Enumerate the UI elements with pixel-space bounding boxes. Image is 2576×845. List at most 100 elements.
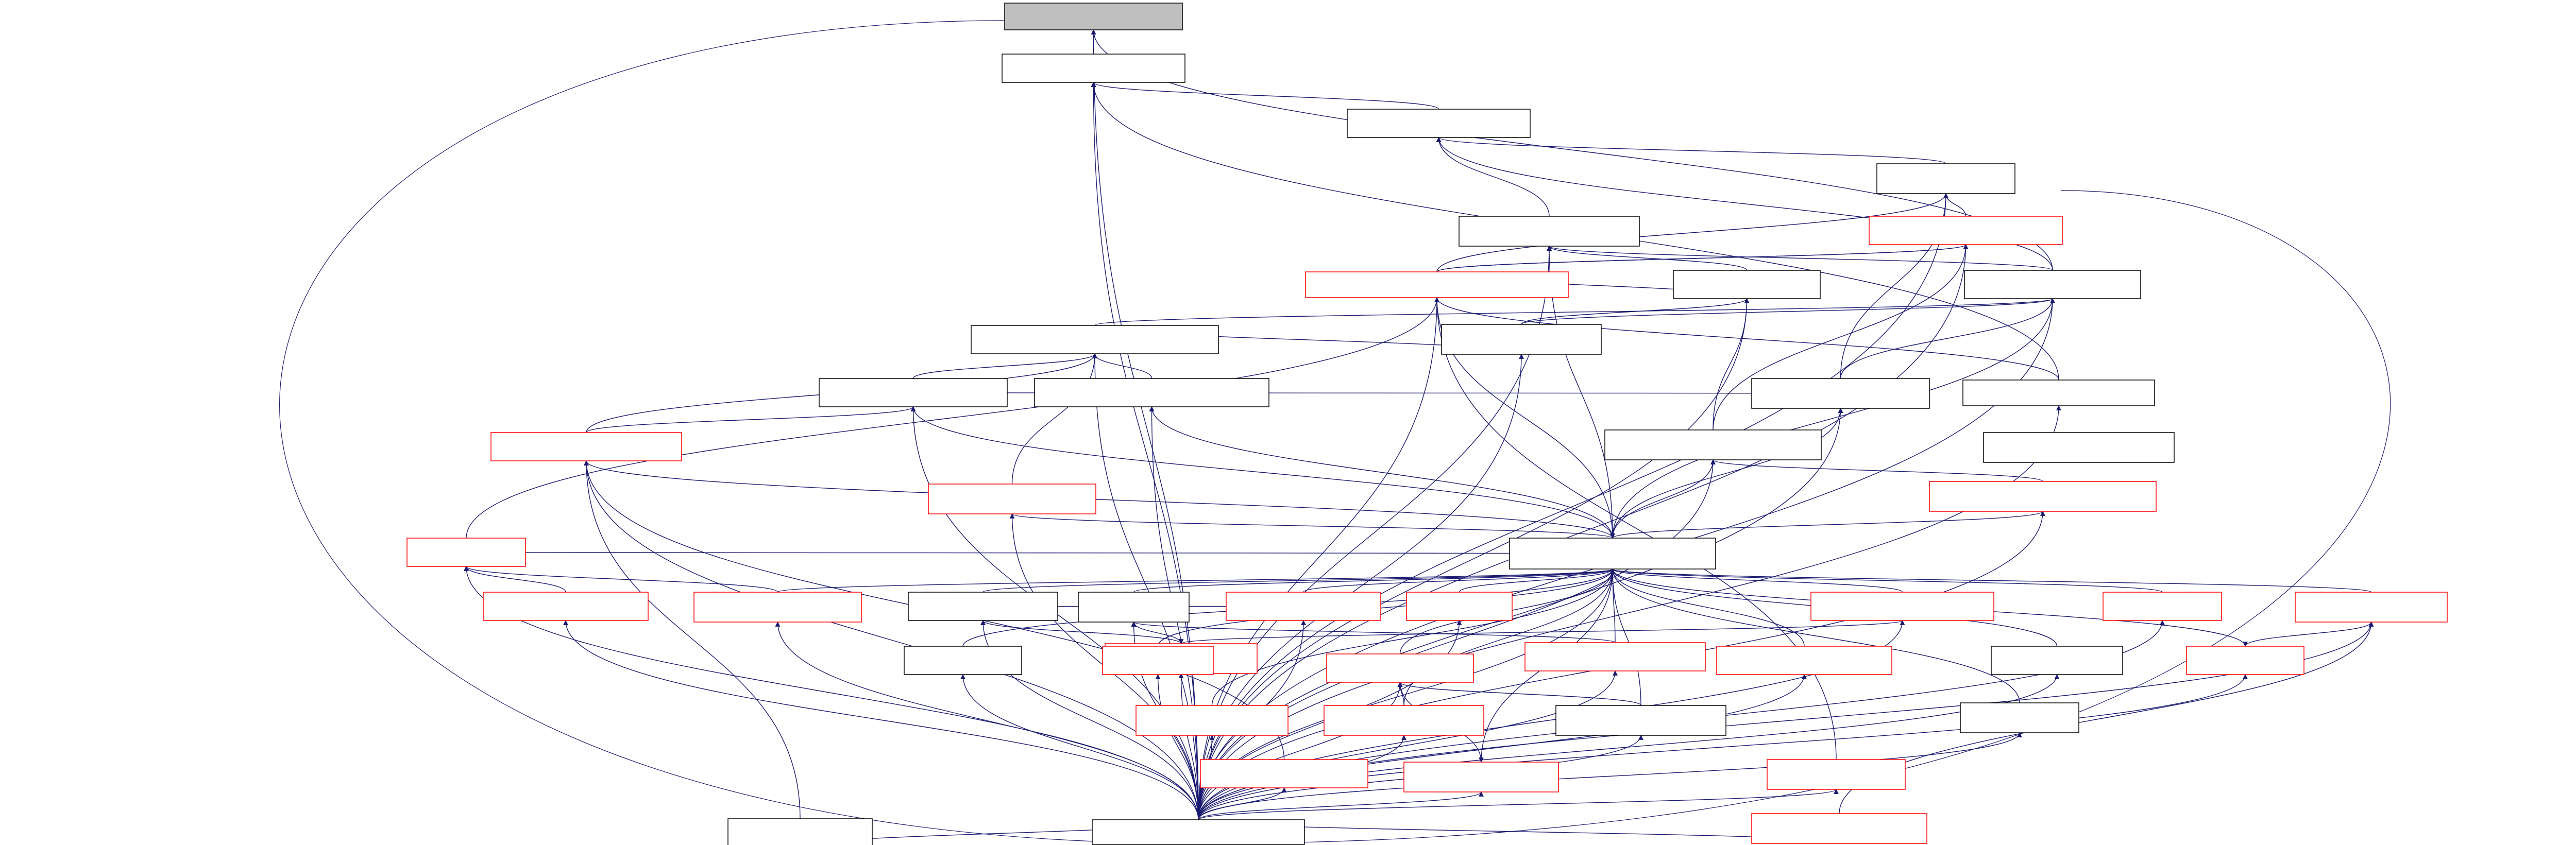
edge-arrow <box>1436 244 1969 272</box>
node-box <box>971 325 1219 354</box>
graph-node[interactable] <box>406 538 526 567</box>
graph-node[interactable] <box>1324 705 1484 736</box>
edge-arrow <box>1713 298 1750 430</box>
graph-node[interactable] <box>928 484 1096 514</box>
edge-arrow <box>980 620 1182 644</box>
graph-node[interactable] <box>1305 271 1569 298</box>
graph-node[interactable] <box>971 325 1219 354</box>
node-box <box>1459 216 1640 247</box>
graph-node[interactable] <box>1406 592 1513 621</box>
graph-node[interactable] <box>1876 163 2015 194</box>
graph-node[interactable] <box>1983 432 2175 463</box>
edge-arrow <box>1434 297 1837 760</box>
node-box <box>1983 432 2175 463</box>
graph-node[interactable] <box>1403 762 1559 792</box>
graph-node[interactable] <box>1960 702 2079 733</box>
edge-arrow <box>777 568 1615 593</box>
edge-arrow <box>1094 298 2055 326</box>
graph-node[interactable] <box>483 592 649 621</box>
graph-node[interactable] <box>1102 646 1214 675</box>
edge-arrow <box>1198 674 2248 820</box>
edge-arrow <box>1436 137 2053 271</box>
graph-node[interactable] <box>1716 646 1892 675</box>
edge-arrow <box>1198 297 1439 820</box>
graph-node[interactable] <box>2186 646 2304 675</box>
edge-arrow <box>584 460 1199 820</box>
graph-node[interactable] <box>1869 216 2063 245</box>
node-box <box>928 484 1096 514</box>
graph-node[interactable] <box>904 646 1022 675</box>
graph-node[interactable] <box>819 378 1008 407</box>
edge-arrow <box>1091 82 1199 820</box>
edge-arrow <box>1198 791 1484 820</box>
node-box <box>693 592 862 623</box>
node-box <box>1751 378 1930 409</box>
graph-node[interactable] <box>1767 759 1906 790</box>
graph-node[interactable] <box>727 818 873 845</box>
graph-node[interactable] <box>1524 642 1706 671</box>
edge-arrow <box>466 297 1439 539</box>
edge-arrow <box>464 566 566 593</box>
node-box <box>727 818 873 845</box>
node-box <box>1347 109 1531 138</box>
root-node[interactable] <box>1004 3 1183 30</box>
node-box <box>1403 762 1559 792</box>
edge-arrow <box>1436 137 1946 164</box>
edge-arrow <box>1011 353 1097 485</box>
node-box <box>1673 270 1821 299</box>
graph-node[interactable] <box>1347 109 1531 138</box>
graph-node[interactable] <box>693 592 862 623</box>
edge-arrow <box>1198 408 1843 820</box>
edge-arrow <box>1547 246 2053 271</box>
graph-node[interactable] <box>1751 378 1930 409</box>
edge-arrow <box>1155 674 1199 820</box>
edge-arrow <box>1943 193 1967 217</box>
graph-node[interactable] <box>490 432 682 461</box>
node-box <box>1509 538 1716 570</box>
node-box <box>1002 54 1185 83</box>
edge-arrow <box>1610 568 2163 593</box>
graph-node[interactable] <box>1034 378 1269 407</box>
edge-arrow <box>1710 459 2043 482</box>
node-box <box>1136 705 1289 736</box>
node-box <box>1604 429 1822 460</box>
node-box <box>2295 592 2448 623</box>
graph-node[interactable] <box>1929 481 2157 512</box>
edge-arrow <box>1303 568 1615 593</box>
node-box <box>1962 380 2155 406</box>
graph-node[interactable] <box>1604 429 1822 460</box>
graph-node[interactable] <box>1226 592 1381 621</box>
graph-node[interactable] <box>1964 270 2141 299</box>
graph-node[interactable] <box>1673 270 1821 299</box>
graph-node[interactable] <box>1078 592 1190 623</box>
graph-node[interactable] <box>2295 592 2448 623</box>
edge-arrow <box>1610 511 2043 539</box>
graph-node[interactable] <box>1751 813 1927 844</box>
graph-node[interactable] <box>1459 216 1640 247</box>
graph-node[interactable] <box>1810 592 1994 621</box>
graph-node[interactable] <box>1200 759 1368 788</box>
node-box <box>1078 592 1190 623</box>
graph-node[interactable] <box>1441 324 1602 355</box>
graph-node[interactable] <box>2103 592 2222 621</box>
node-box <box>1876 163 2015 194</box>
node-box <box>483 592 649 621</box>
graph-node[interactable] <box>1991 646 2123 675</box>
graph-node[interactable] <box>1962 380 2155 406</box>
graph-node[interactable] <box>1136 705 1289 736</box>
graph-node[interactable] <box>1509 538 1716 570</box>
base-node[interactable] <box>1092 819 1305 845</box>
graph-node[interactable] <box>908 592 1058 621</box>
node-box <box>1929 481 2157 512</box>
edge-arrow <box>1610 568 1641 706</box>
graph-node[interactable] <box>1002 54 1185 83</box>
node-box <box>904 646 1022 675</box>
edge-arrow <box>464 566 778 593</box>
edge-arrow <box>1397 682 1641 706</box>
graph-node[interactable] <box>1555 705 1726 736</box>
graph-node[interactable] <box>1326 653 1474 683</box>
node-box <box>1092 819 1305 845</box>
edge-arrow <box>1198 190 2391 844</box>
edge-arrow <box>1179 620 1903 644</box>
edge-arrow <box>1547 246 1613 539</box>
